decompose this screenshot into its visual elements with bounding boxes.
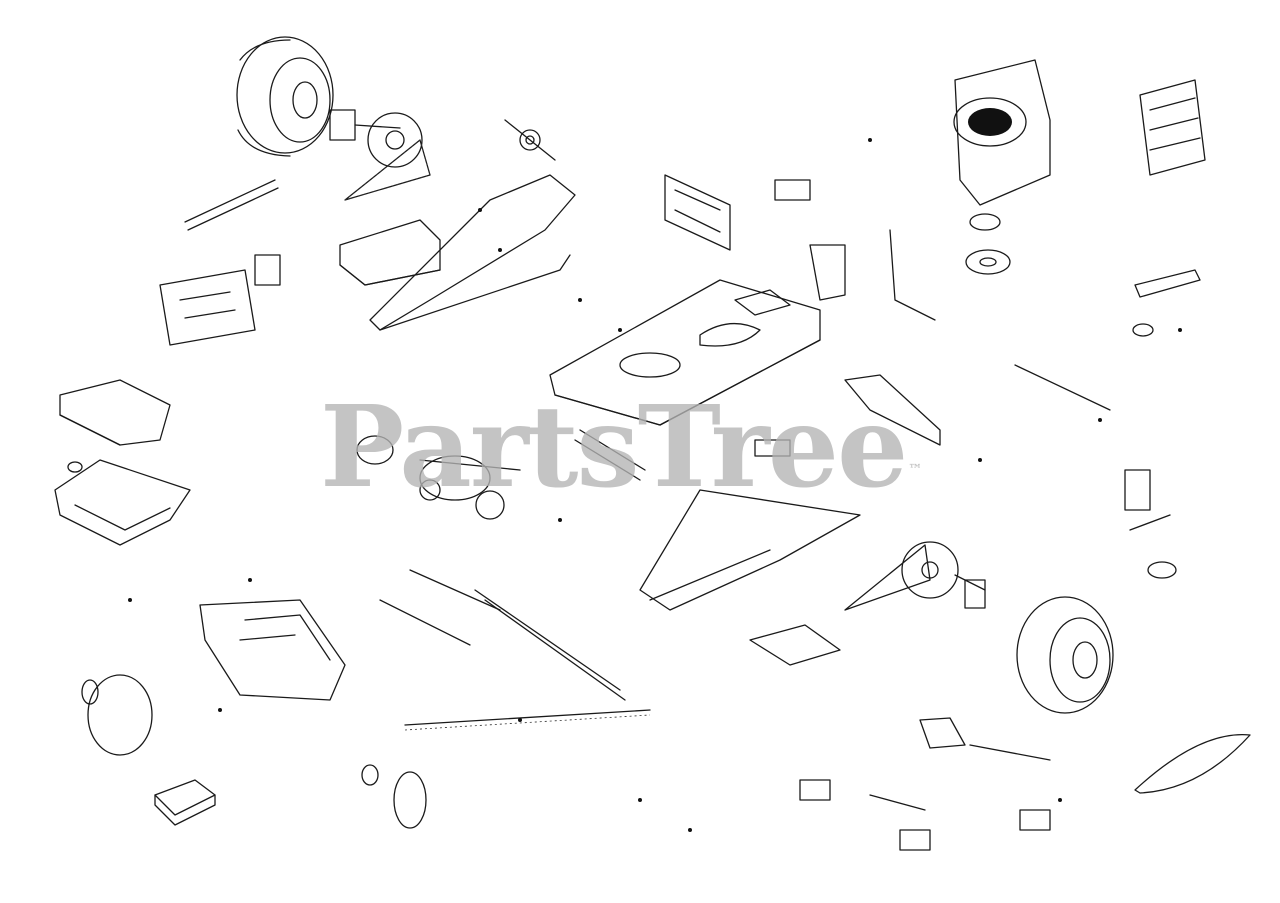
- front-axle[interactable]: [199, 599, 346, 701]
- engine[interactable]: [953, 59, 1051, 206]
- battery-box[interactable]: [154, 779, 216, 826]
- rod-center[interactable]: [574, 429, 791, 481]
- drive-rod-left[interactable]: [184, 179, 279, 231]
- clutch-pulley-right[interactable]: [1124, 469, 1177, 579]
- hardware-fasteners: [128, 138, 1182, 832]
- front-wheel-hub-left[interactable]: [81, 674, 153, 756]
- engine-pulley[interactable]: [965, 213, 1011, 275]
- pivot-bracket[interactable]: [809, 244, 846, 301]
- lower-frame-rail[interactable]: [639, 489, 861, 611]
- spindle-left[interactable]: [361, 764, 427, 829]
- drag-link[interactable]: [379, 569, 626, 701]
- rear-wheel-right[interactable]: [1016, 596, 1114, 714]
- idler-arm-right[interactable]: [1132, 269, 1201, 337]
- footrest-plate-left[interactable]: [59, 379, 171, 446]
- rear-wheel-left[interactable]: [236, 36, 334, 157]
- dash-bracket[interactable]: [664, 174, 731, 251]
- seat-pan[interactable]: [339, 219, 441, 286]
- sprocket-chain-left[interactable]: [344, 139, 431, 201]
- tie-rod[interactable]: [404, 709, 651, 731]
- transaxle-housing[interactable]: [356, 435, 521, 520]
- frame-rail-left[interactable]: [369, 174, 576, 331]
- gear-assembly-top[interactable]: [504, 119, 556, 161]
- foot-pedal-pad[interactable]: [749, 624, 841, 666]
- brake-bracket[interactable]: [844, 364, 1111, 446]
- throttle-rod[interactable]: [889, 229, 936, 321]
- small-clip-top[interactable]: [774, 179, 811, 201]
- axle-assembly-left[interactable]: [329, 109, 423, 168]
- main-chassis-plate[interactable]: [549, 279, 821, 426]
- battery-tray[interactable]: [54, 459, 191, 546]
- engine-bracket[interactable]: [159, 254, 281, 346]
- drive-belt[interactable]: [1134, 733, 1251, 794]
- muffler[interactable]: [1139, 79, 1206, 176]
- axle-assembly-right[interactable]: [901, 541, 986, 609]
- sprocket-chain-right[interactable]: [844, 544, 931, 611]
- deck-hanger-brackets[interactable]: [799, 717, 1051, 851]
